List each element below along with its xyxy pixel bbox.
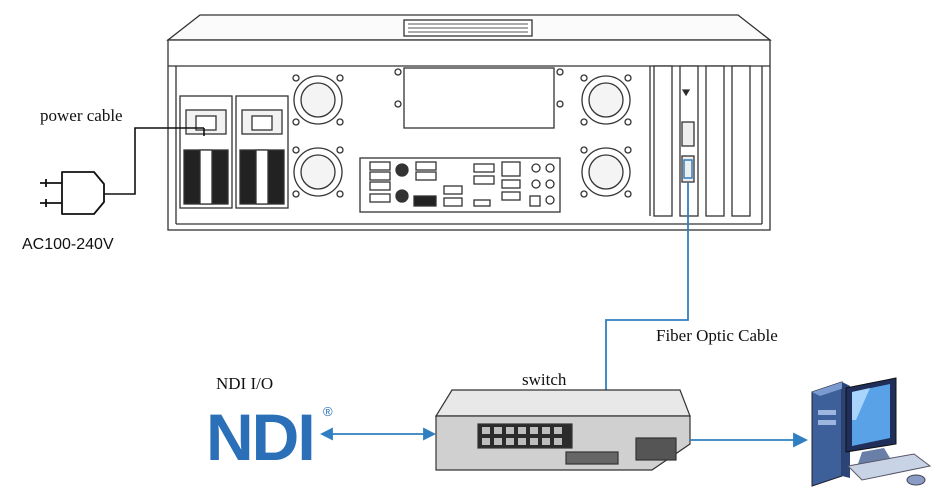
network-switch-icon: [434, 389, 691, 471]
ndi-registered-mark: ®: [323, 404, 333, 419]
fan-top-right: [580, 74, 632, 126]
switch-label: switch: [522, 370, 567, 389]
voltage-label: AC100-240V: [22, 236, 114, 253]
power-cable-label: power cable: [40, 106, 123, 125]
fan-bottom-left: [292, 146, 344, 198]
fan-top-left: [292, 74, 344, 126]
fiber-optic-cable: [605, 182, 689, 452]
server-rear-panel: [166, 14, 772, 231]
psu-right: [235, 95, 289, 209]
ndi-switch-link: [319, 427, 437, 441]
ndi-logo: NDI: [206, 400, 316, 474]
io-panel: [359, 157, 561, 213]
ndi-io-label: NDI I/O: [216, 374, 274, 393]
power-cable: [104, 127, 205, 195]
fiber-optic-cable-label: Fiber Optic Cable: [656, 326, 778, 345]
fiber-card: [681, 89, 695, 183]
switch-computer-link: [690, 432, 809, 448]
psu-left: [179, 95, 233, 209]
power-plug-icon: [40, 171, 105, 215]
expansion-slots: [649, 65, 751, 217]
fan-bottom-right: [580, 146, 632, 198]
desktop-computer-icon: [811, 377, 932, 487]
